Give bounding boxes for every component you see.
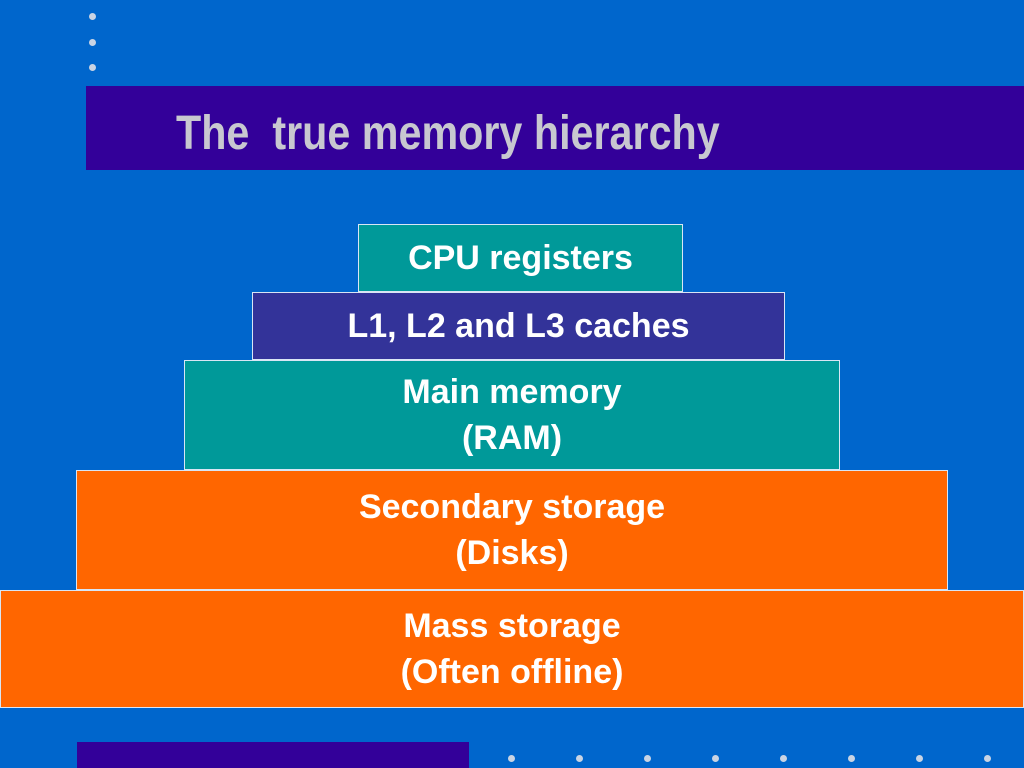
footer-bar	[77, 742, 469, 768]
tier-sublabel: (Often offline)	[400, 653, 624, 691]
decorative-dot	[848, 755, 855, 762]
tier-sublabel: (Disks)	[455, 534, 569, 572]
decorative-dot	[576, 755, 583, 762]
tier-caches: L1, L2 and L3 caches	[252, 292, 785, 360]
decorative-dot	[916, 755, 923, 762]
decorative-dot	[89, 64, 96, 71]
tier-main-memory: Main memory (RAM)	[184, 360, 840, 470]
title-bar	[86, 86, 1024, 170]
tier-label: L1, L2 and L3 caches	[347, 307, 690, 345]
tier-secondary-storage: Secondary storage (Disks)	[76, 470, 948, 590]
slide-title: The true memory hierarchy	[176, 107, 720, 160]
decorative-dot	[508, 755, 515, 762]
tier-sublabel: (RAM)	[461, 419, 563, 457]
tier-label: Main memory	[402, 373, 622, 411]
decorative-dot	[89, 39, 96, 46]
tier-label: Secondary storage	[358, 488, 666, 526]
decorative-dot	[712, 755, 719, 762]
decorative-dot	[984, 755, 991, 762]
tier-label: CPU registers	[408, 239, 633, 277]
tier-cpu-registers: CPU registers	[358, 224, 683, 292]
decorative-dot	[780, 755, 787, 762]
tier-mass-storage: Mass storage (Often offline)	[0, 590, 1024, 708]
decorative-dot	[644, 755, 651, 762]
decorative-dot	[89, 13, 96, 20]
tier-label: Mass storage	[403, 607, 621, 645]
